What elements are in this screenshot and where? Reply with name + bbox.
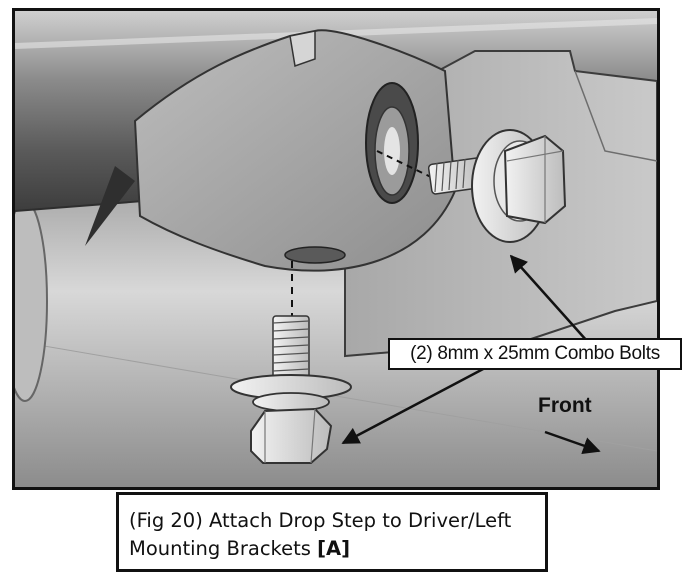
front-direction-arrow xyxy=(544,430,601,455)
assembly-illustration xyxy=(15,11,657,487)
caption-line-2: Mounting Brackets [A] xyxy=(129,535,535,563)
bolt-leader-arrow-lower xyxy=(341,366,486,445)
caption-line-1: (Fig 20) Attach Drop Step to Driver/Left xyxy=(129,509,512,532)
caption-reference: [A] xyxy=(317,537,351,560)
caption-line-2-text: Mounting Brackets xyxy=(129,537,318,560)
upper-combo-bolt xyxy=(427,129,567,243)
bolt-callout-label: (2) 8mm x 25mm Combo Bolts xyxy=(388,338,682,370)
front-direction-label: Front xyxy=(538,394,592,417)
figure-caption: (Fig 20) Attach Drop Step to Driver/Left… xyxy=(116,492,548,572)
bolt-leader-arrow-upper xyxy=(509,254,588,342)
lower-combo-bolt xyxy=(230,315,352,464)
diagram-figure xyxy=(12,8,660,490)
